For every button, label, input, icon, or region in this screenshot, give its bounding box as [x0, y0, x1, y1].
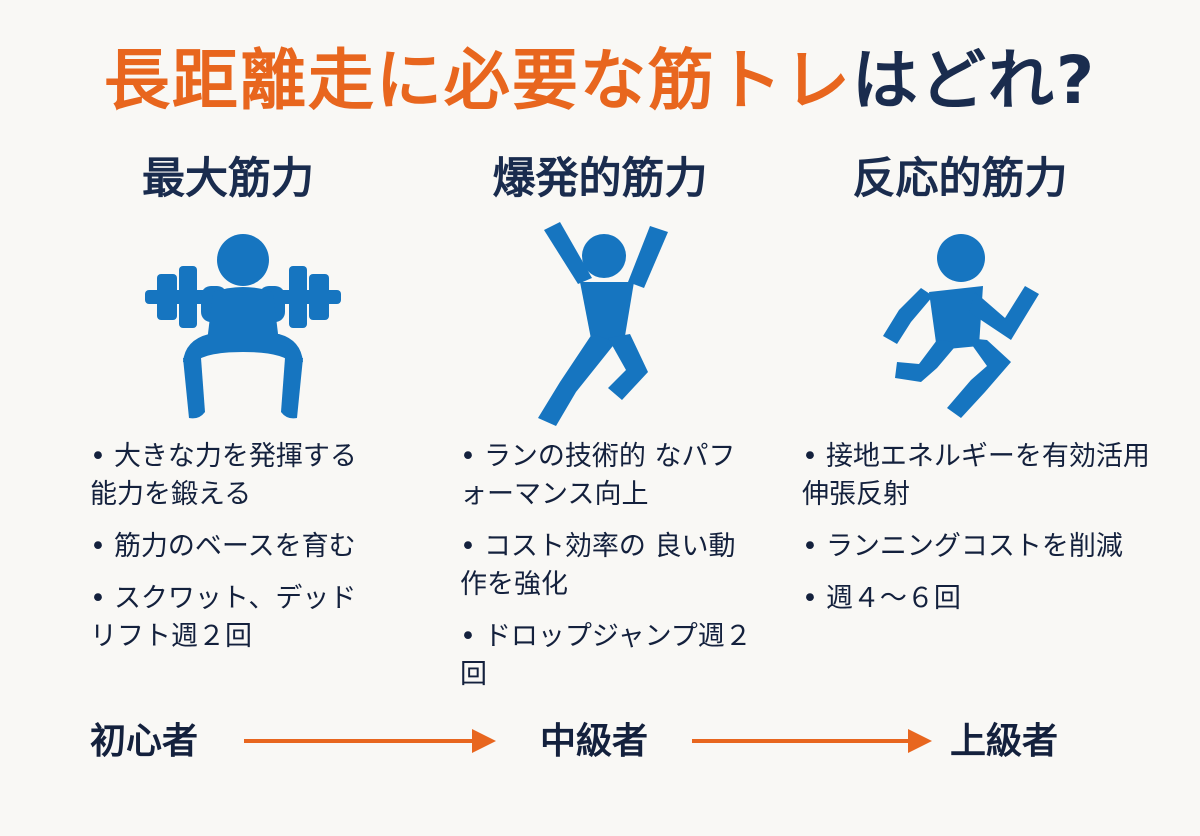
- list-item: 週４〜６回: [802, 580, 1162, 618]
- column-heading: 最大筋力: [142, 154, 314, 204]
- title-question: はどれ?: [851, 42, 1097, 119]
- list-item: コスト効率の 良い動作を強化: [460, 528, 760, 604]
- arrow-icon: [244, 726, 496, 756]
- level-intermediate: 中級者: [540, 721, 649, 762]
- list-item: スクワット、デッドリフト週２回: [90, 580, 380, 656]
- list-item: 筋力のベースを育む: [90, 528, 380, 566]
- list-item: 大きな力を発揮する能力を鍛える: [90, 438, 380, 514]
- level-advanced: 上級者: [950, 721, 1059, 762]
- level-beginner: 初心者: [90, 721, 199, 762]
- jumping-person-icon: [500, 222, 700, 427]
- squat-barbell-icon: [143, 222, 343, 427]
- list-item: ランの技術的 なパフォーマンス向上: [460, 438, 760, 514]
- column-heading: 爆発的筋力: [492, 154, 708, 204]
- list-item: ランニングコストを削減: [802, 528, 1162, 566]
- arrow-icon: [692, 726, 932, 756]
- title-highlight: 長距離走に必要な筋トレ: [103, 42, 852, 119]
- page-title: 長距離走に必要な筋トレはどれ?: [0, 48, 1200, 114]
- running-person-icon: [875, 222, 1075, 427]
- column-heading: 反応的筋力: [852, 154, 1068, 204]
- list-item: ドロップジャンプ週２回: [460, 618, 760, 694]
- bullet-list: 接地エネルギーを有効活用 伸張反射 ランニングコストを削減 週４〜６回: [802, 438, 1177, 632]
- list-item: 接地エネルギーを有効活用 伸張反射: [802, 438, 1177, 514]
- bullet-list: 大きな力を発揮する能力を鍛える 筋力のベースを育む スクワット、デッドリフト週２…: [90, 438, 380, 670]
- bullet-list: ランの技術的 なパフォーマンス向上 コスト効率の 良い動作を強化 ドロップジャン…: [460, 438, 760, 708]
